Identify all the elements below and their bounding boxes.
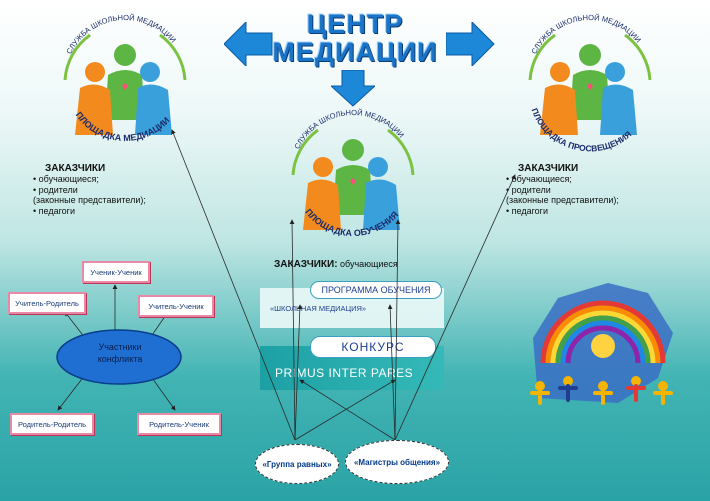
- list-item: (законные представители);: [33, 195, 146, 205]
- rainbow-sun-icon: [530, 283, 673, 405]
- list-item: педагоги: [33, 206, 208, 217]
- family-logo-left: СЛУЖБА ШКОЛЬНОЙ МЕДИАЦИИ ПЛОЩАДКА МЕДИАЦ…: [63, 13, 187, 143]
- family-logo-center: СЛУЖБА ШКОЛЬНОЙ МЕДИАЦИИ ПЛОЩАДКА ОБУЧЕН…: [291, 108, 415, 238]
- group-cloud-masters: «Магистры общения»: [345, 440, 449, 484]
- contest-name: PRIMUS INTER PARES: [275, 366, 414, 380]
- party-box: Родитель-Ученик: [137, 413, 221, 435]
- customers-center-title: ЗАКАЗЧИКИ:: [274, 259, 338, 270]
- family-logo-right: СЛУЖБА ШКОЛЬНОЙ МЕДИАЦИИ ПЛОЩАДКА ПРОСВЕ…: [528, 13, 652, 153]
- customers-center-text: обучающиеся: [337, 259, 398, 269]
- list-item: обучающиеся;: [33, 174, 208, 185]
- page-title: ЦЕНТР МЕДИАЦИИ: [255, 10, 455, 66]
- party-box: Учитель-Ученик: [138, 295, 214, 317]
- party-box: Учитель-Родитель: [8, 292, 86, 314]
- party-box: Ученик-Ученик: [82, 261, 150, 283]
- conflict-center-label: Участники конфликта: [97, 342, 143, 364]
- customers-center: ЗАКАЗЧИКИ: обучающиеся: [274, 259, 398, 270]
- list-item: педагоги: [506, 206, 686, 217]
- arrow-right-icon: [446, 22, 495, 66]
- arrow-down-icon: [331, 70, 375, 107]
- list-item: обучающиеся;: [506, 174, 686, 185]
- title-line-2: МЕДИАЦИИ: [272, 37, 438, 67]
- group-cloud-peers: «Группа равных»: [255, 444, 339, 484]
- customers-left-title: ЗАКАЗЧИКИ: [45, 163, 106, 174]
- party-box: Родитель-Родитель: [10, 413, 94, 435]
- customers-right-title: ЗАКАЗЧИКИ: [518, 163, 579, 174]
- title-line-1: ЦЕНТР: [306, 9, 404, 39]
- conflict-ellipse: [56, 329, 182, 385]
- contest-label: КОНКУРС: [310, 336, 436, 358]
- program-name: «ШКОЛЬНАЯ МЕДИАЦИЯ»: [270, 304, 367, 313]
- arrow-left-icon: [224, 22, 273, 66]
- program-label: ПРОГРАММА ОБУЧЕНИЯ: [310, 281, 442, 299]
- list-item: родители: [33, 185, 208, 196]
- list-item: (законные представители);: [506, 195, 619, 205]
- list-item: родители: [506, 185, 686, 196]
- customers-left: ЗАКАЗЧИКИ обучающиеся; родители (законны…: [33, 163, 208, 216]
- customers-right: ЗАКАЗЧИКИ обучающиеся; родители (законны…: [506, 163, 686, 216]
